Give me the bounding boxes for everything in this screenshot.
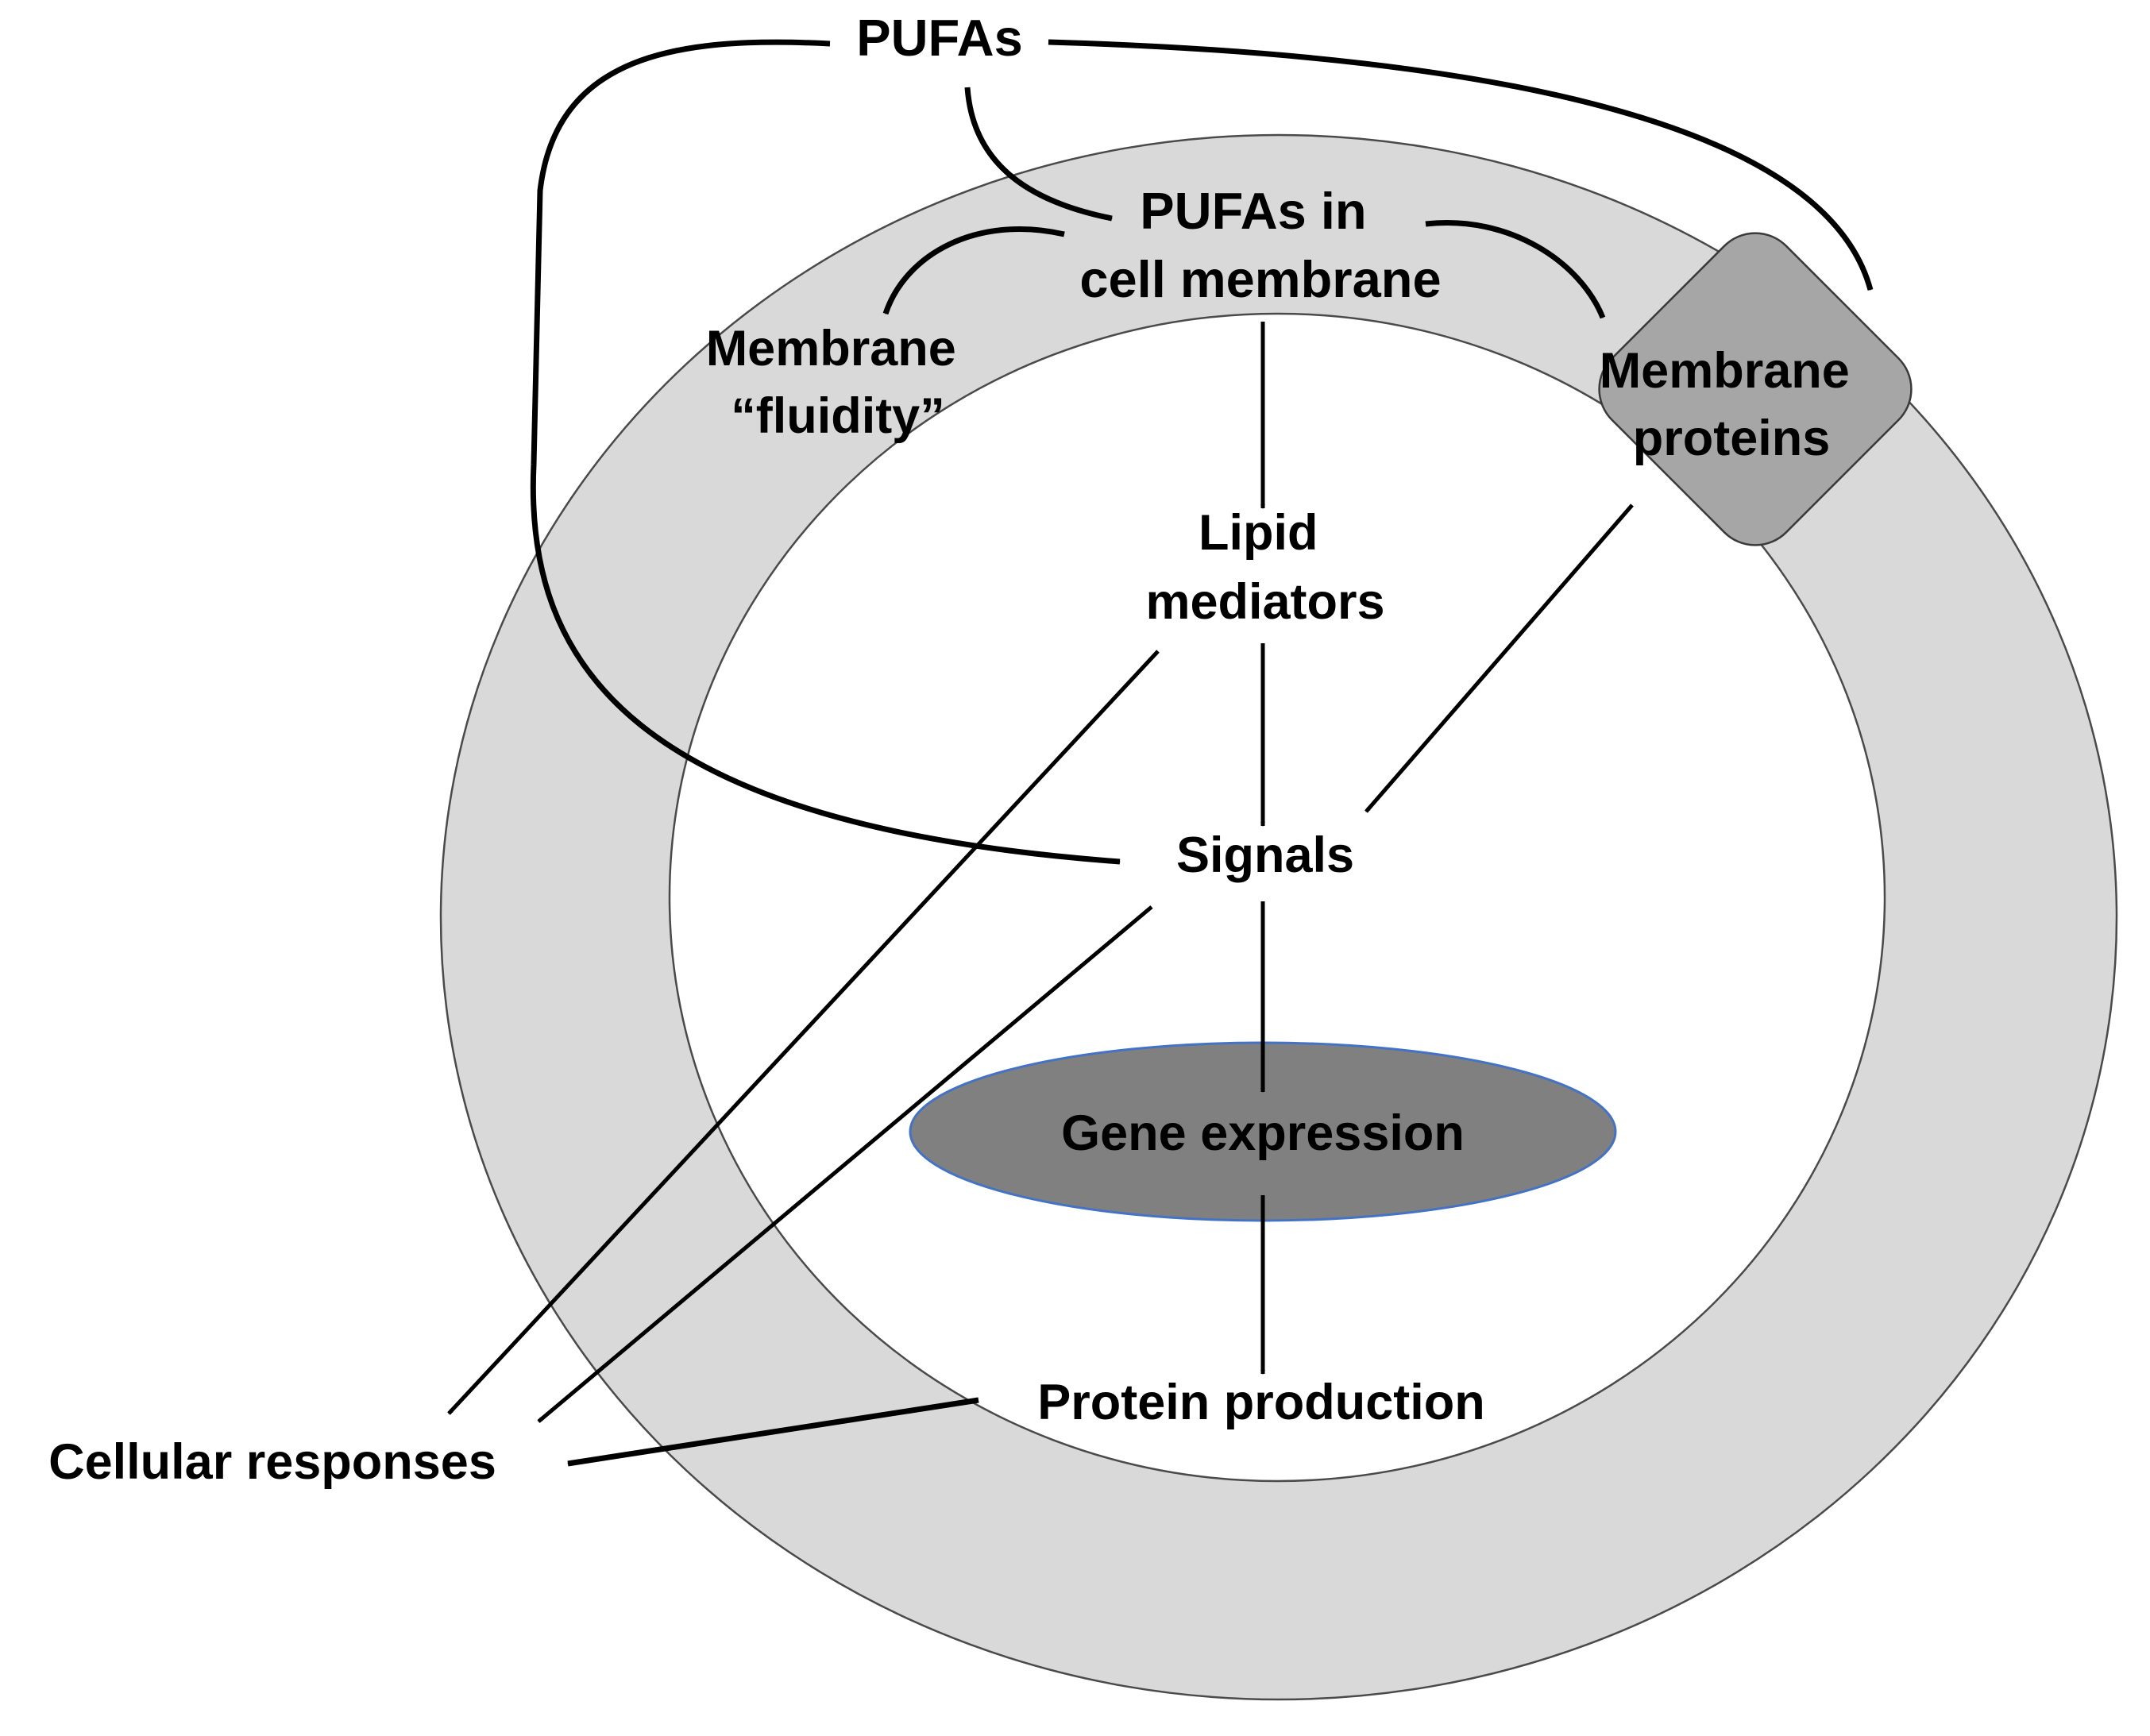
labels: PUFAs PUFAs in cell membrane Membrane “f…	[48, 9, 1864, 1490]
label-signals: Signals	[1176, 827, 1354, 883]
label-gene-expression: Gene expression	[1061, 1105, 1465, 1161]
cell-membrane-ring	[439, 133, 2118, 1701]
label-membrane-fluidity-line1: Membrane	[706, 321, 956, 376]
arrow-pufas-to-membrane-pufas	[964, 87, 1113, 222]
cell-inner-boundary	[668, 312, 1886, 1483]
arrow-pufas-to-membrane-proteins	[1048, 39, 1874, 291]
arrow-signals-to-cellular-responses	[537, 905, 1153, 1423]
label-membrane-proteins-line1: Membrane	[1600, 343, 1850, 399]
label-pufas-in-membrane-line2: cell membrane	[1079, 250, 1441, 308]
label-membrane-fluidity: Membrane “fluidity”	[706, 321, 971, 444]
label-membrane-proteins-line2: proteins	[1633, 411, 1831, 466]
label-lipid-mediators-line2: mediators	[1145, 574, 1384, 630]
label-pufas: PUFAs	[856, 9, 1023, 67]
label-lipid-mediators: Lipid mediators	[1145, 505, 1384, 630]
arrows	[447, 39, 1874, 1467]
membrane-protein-shape	[1598, 232, 1913, 546]
label-protein-production: Protein production	[1037, 1375, 1484, 1430]
arrow-protein-production-to-cellular-responses	[567, 1397, 979, 1467]
label-pufas-in-membrane-line1: PUFAs in	[1140, 182, 1366, 240]
label-pufas-in-membrane: PUFAs in cell membrane	[1079, 182, 1441, 308]
label-membrane-proteins: Membrane proteins	[1600, 343, 1864, 466]
label-cellular-responses: Cellular responses	[48, 1434, 496, 1490]
arrow-membrane-pufas-to-fluidity	[882, 226, 1065, 315]
arrow-pufas-to-signals	[530, 39, 1121, 865]
label-lipid-mediators-line1: Lipid	[1199, 505, 1318, 561]
arrow-membrane-pufas-to-proteins	[1425, 220, 1606, 319]
label-membrane-fluidity-line2: “fluidity”	[731, 388, 944, 444]
arrow-membrane-proteins-to-signals	[1364, 503, 1634, 813]
arrow-lipid-mediators-to-cellular-responses	[447, 650, 1160, 1415]
